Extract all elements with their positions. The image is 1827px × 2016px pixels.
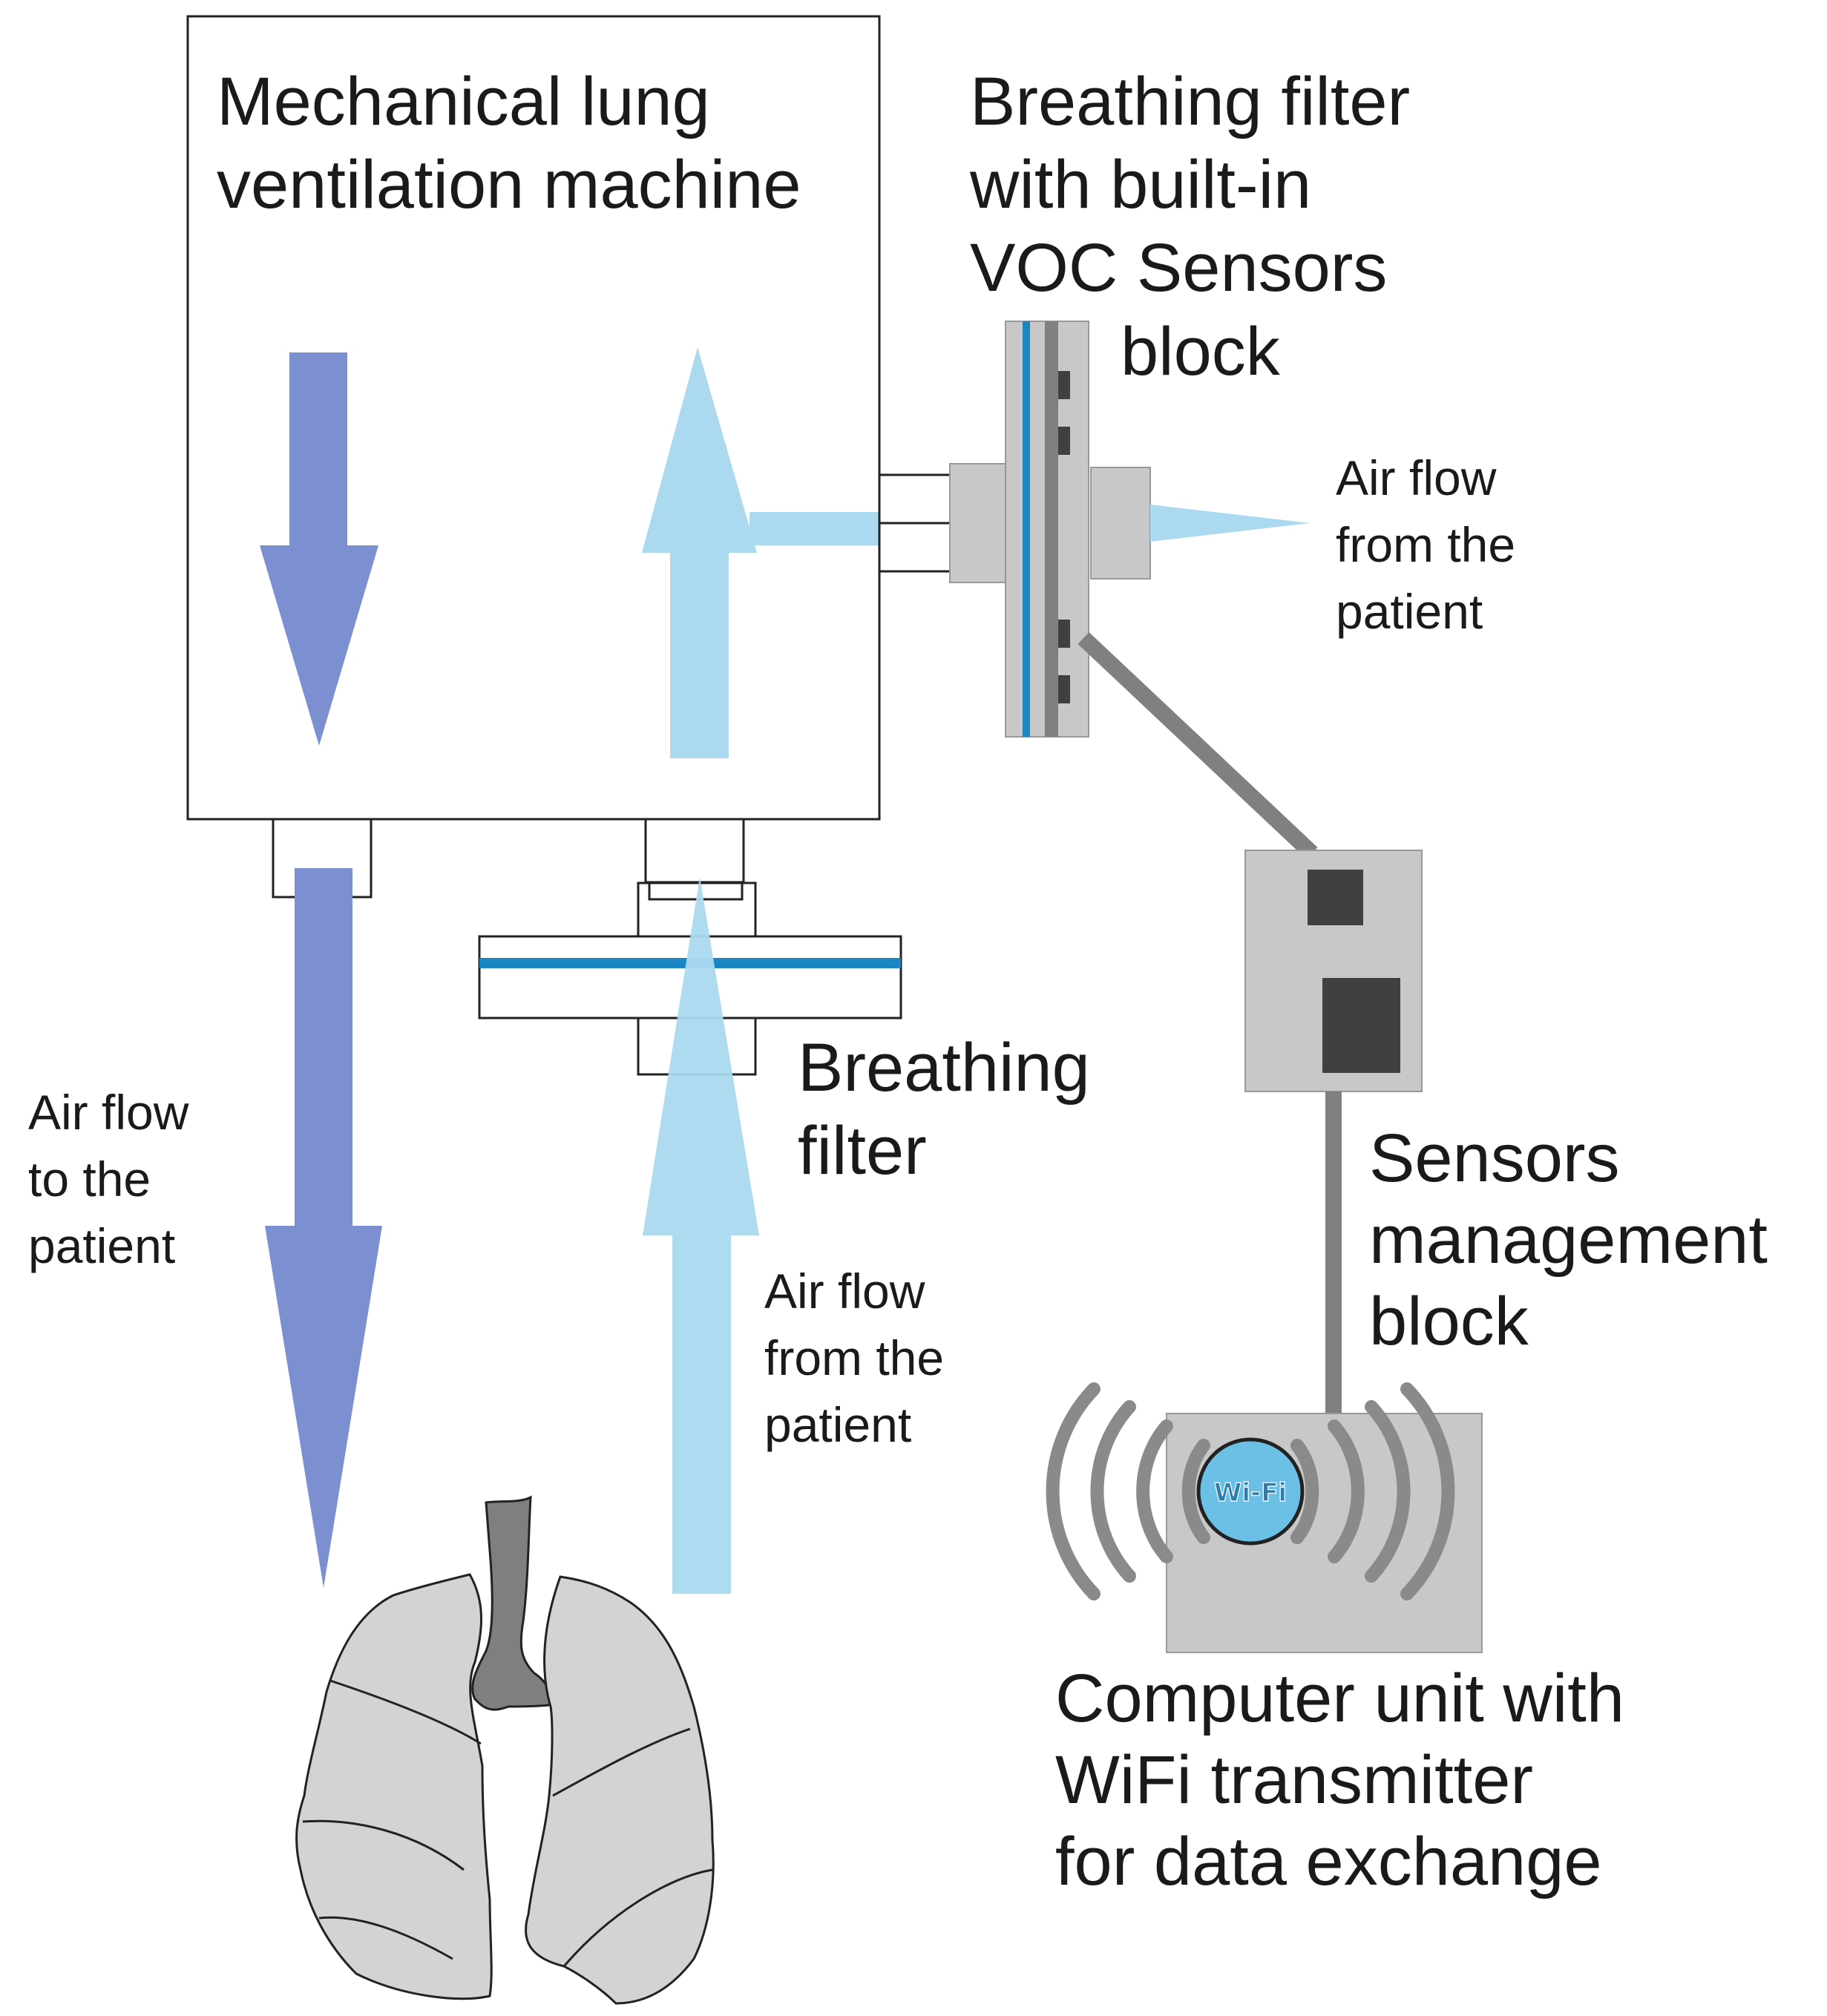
label-computer-unit: Computer unit with WiFi transmitter for … [1055, 1661, 1624, 1900]
wifi-icon [1046, 1382, 1455, 1600]
svg-text:from the: from the [764, 1330, 944, 1385]
voc-sensor-chip [1058, 427, 1070, 455]
svg-text:patient: patient [764, 1397, 911, 1452]
svg-text:VOC Sensors: VOC Sensors [970, 230, 1387, 306]
svg-text:Air flow: Air flow [28, 1085, 189, 1140]
lungs-icon [295, 1495, 715, 2005]
svg-text:from the: from the [1336, 517, 1515, 572]
label-sensors-management: Sensors management block [1369, 1120, 1768, 1359]
computer-unit-box [1166, 1413, 1483, 1653]
arrow-up-icon [642, 347, 757, 758]
lung-right-lobe [552, 1727, 713, 1967]
svg-text:for data exchange: for data exchange [1055, 1824, 1602, 1900]
voc-filter-membrane [1023, 321, 1030, 737]
svg-text:block: block [1369, 1284, 1529, 1359]
lung-right [525, 1575, 715, 2005]
voc-sensor-chip [1058, 620, 1070, 648]
label-voc-filter: Breathing filter with built-in VOC Senso… [969, 64, 1410, 390]
svg-text:Air flow: Air flow [764, 1264, 925, 1319]
svg-text:Breathing filter: Breathing filter [970, 64, 1410, 139]
arrow-left-icon [1150, 505, 1310, 542]
svg-text:Air flow: Air flow [1336, 450, 1497, 505]
svg-text:patient: patient [28, 1218, 175, 1273]
label-airflow-to-patient: Air flow to the patient [28, 1085, 189, 1273]
svg-text:Mechanical lung: Mechanical lung [217, 64, 710, 139]
svg-text:WiFi transmitter: WiFi transmitter [1055, 1742, 1533, 1818]
svg-text:ventilation machine: ventilation machine [217, 147, 801, 223]
svg-text:Sensors: Sensors [1369, 1120, 1620, 1196]
ventilator-port-right [644, 818, 745, 884]
management-chip-large [1322, 978, 1400, 1073]
svg-text:patient: patient [1336, 584, 1483, 639]
svg-text:block: block [1121, 314, 1281, 390]
arrow-down-icon [265, 868, 382, 1588]
voc-filter-outlet [1090, 467, 1151, 579]
wifi-badge [1196, 1437, 1305, 1546]
svg-text:to the: to the [28, 1152, 151, 1206]
voc-filter-sensor-strip [1045, 321, 1058, 737]
label-airflow-from-patient-right: Air flow from the patient [1336, 450, 1515, 639]
svg-text:filter: filter [798, 1113, 927, 1189]
svg-text:Computer unit with: Computer unit with [1055, 1661, 1624, 1736]
arrow-up-icon [643, 877, 759, 1594]
voc-sensor-chip [1058, 675, 1070, 703]
wifi-logo-text: Wi-Fi [1214, 1478, 1287, 1508]
svg-text:with built-in: with built-in [969, 147, 1311, 223]
cable-voc-to-management [1077, 631, 1318, 860]
arrow-down-icon [260, 352, 378, 746]
voc-sensor-chip [1058, 371, 1070, 399]
breathing-filter-port-inner [648, 881, 744, 901]
label-ventilator: Mechanical lung ventilation machine [217, 64, 801, 223]
svg-text:management: management [1369, 1202, 1768, 1278]
lung-left-lobe [302, 1679, 482, 1960]
label-breathing-filter: Breathing filter [798, 1030, 1090, 1189]
trachea [471, 1495, 551, 1711]
label-airflow-from-patient-center: Air flow from the patient [764, 1264, 944, 1452]
lung-left [295, 1573, 493, 2000]
svg-text:Breathing: Breathing [798, 1030, 1090, 1106]
management-chip-small [1308, 870, 1363, 925]
